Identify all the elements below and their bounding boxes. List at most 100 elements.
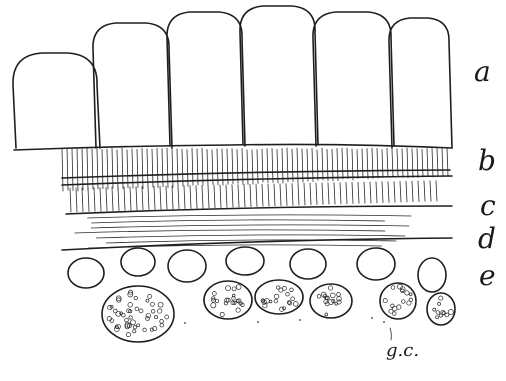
columnar-cell <box>313 12 394 146</box>
columnar-cell <box>93 23 172 148</box>
granule <box>121 313 125 317</box>
granule <box>337 300 341 304</box>
striation <box>302 149 303 182</box>
fine-striation <box>154 186 155 209</box>
fine-striation <box>406 181 407 202</box>
fine-striation <box>394 182 395 203</box>
fine-striation <box>76 188 77 212</box>
granule <box>236 285 241 290</box>
granule <box>402 300 406 304</box>
granule <box>274 294 279 299</box>
striation <box>447 148 448 176</box>
fine-striation <box>94 188 95 212</box>
striation <box>377 148 378 178</box>
striation <box>392 149 393 177</box>
striation <box>237 149 238 183</box>
fine-striation <box>172 186 173 209</box>
fine-striation <box>250 184 251 206</box>
striation <box>317 150 318 181</box>
striation <box>382 150 383 178</box>
granule <box>383 299 387 303</box>
striation <box>347 148 348 178</box>
fine-striation <box>148 186 149 209</box>
granular-cell <box>102 286 174 342</box>
fine-striation <box>274 184 275 206</box>
gc-pointer <box>390 328 391 340</box>
granule <box>265 299 270 304</box>
granule <box>133 330 136 333</box>
granule <box>113 309 117 313</box>
striation <box>67 148 68 190</box>
granule <box>220 312 224 316</box>
granule <box>146 317 150 321</box>
columnar-cell-layer-a <box>13 6 452 150</box>
striation <box>422 149 423 176</box>
granule <box>391 286 395 290</box>
granule <box>317 295 321 299</box>
fibrous-layer-d <box>62 215 452 250</box>
fine-striation <box>88 188 89 212</box>
fine-striation <box>370 182 371 203</box>
label-e: e <box>479 262 496 290</box>
fine-striation <box>358 182 359 203</box>
granule <box>286 292 290 296</box>
speck <box>299 319 301 321</box>
fine-striation <box>352 182 353 203</box>
striation <box>227 149 228 184</box>
fine-striation <box>334 183 335 204</box>
granular-cell <box>204 281 252 319</box>
oval-cell <box>357 248 395 280</box>
fine-striation <box>376 182 377 203</box>
granule <box>290 288 294 292</box>
striation <box>177 149 178 186</box>
speck <box>257 321 259 323</box>
granule <box>133 326 136 329</box>
fine-striation <box>388 182 389 203</box>
fine-striation <box>400 181 401 202</box>
fine-striation <box>238 185 239 207</box>
granule <box>269 300 272 303</box>
fibre <box>75 230 385 233</box>
granule <box>146 299 149 302</box>
fine-striation <box>226 185 227 207</box>
fine-striation <box>316 183 317 205</box>
fine-striation <box>184 186 185 209</box>
granule <box>212 292 216 296</box>
granule <box>232 287 236 291</box>
label-c: c <box>480 192 496 220</box>
striation <box>212 150 213 185</box>
membrane-base <box>66 206 452 214</box>
speck <box>383 321 385 323</box>
granule <box>325 313 328 316</box>
granular-cell-row-gc <box>102 280 455 342</box>
oval-cell <box>168 250 206 282</box>
fine-striation <box>364 182 365 203</box>
speck <box>184 322 186 324</box>
fine-striation <box>256 184 257 206</box>
fine-striation <box>280 184 281 206</box>
striation <box>287 148 288 182</box>
striation <box>402 149 403 177</box>
striation <box>272 148 273 182</box>
granule <box>448 310 453 315</box>
fine-striation <box>70 188 71 212</box>
fine-striation <box>322 183 323 204</box>
granule <box>151 310 155 314</box>
striation <box>297 148 298 182</box>
fine-striation <box>430 181 431 201</box>
fine-striation <box>100 187 101 211</box>
fine-striation <box>292 184 293 206</box>
granule <box>274 299 278 303</box>
striation <box>312 148 313 181</box>
striation <box>437 148 438 175</box>
oval-cell <box>418 258 446 292</box>
striation <box>442 148 443 175</box>
striation <box>197 149 198 185</box>
granule <box>134 296 137 299</box>
fine-striation <box>340 183 341 204</box>
striation <box>322 148 323 180</box>
fine-striation <box>208 185 209 208</box>
striation <box>342 148 343 179</box>
granule <box>436 311 440 315</box>
striation <box>112 148 113 188</box>
